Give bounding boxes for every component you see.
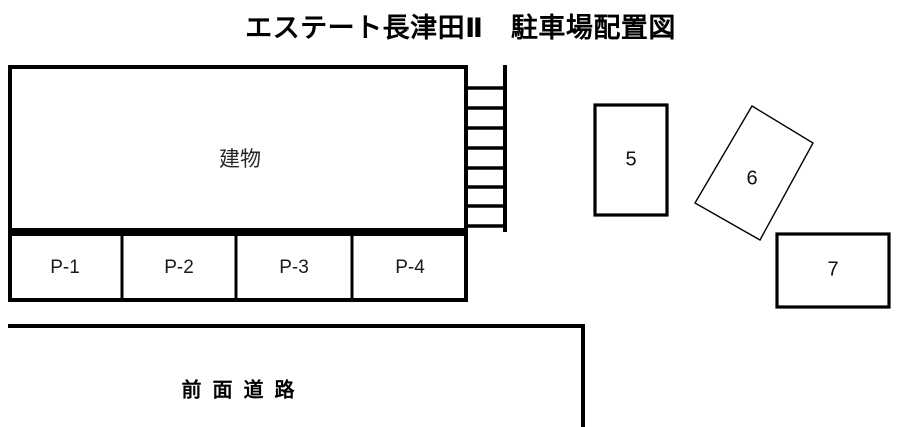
parking-stall-label-p3: P-3 <box>279 257 309 278</box>
page-title: エステート長津田Ⅱ 駐車場配置図 <box>245 13 676 43</box>
parking-row-outline <box>8 232 468 302</box>
building-label: 建物 <box>219 148 261 171</box>
parking-stall-label-p1: P-1 <box>50 257 80 278</box>
road-boundary-line <box>8 324 585 427</box>
road-label: 前面道路 <box>181 379 306 402</box>
building-outline <box>8 65 468 232</box>
stall-6-outline <box>694 105 814 241</box>
parking-stall-label-p4: P-4 <box>395 257 425 278</box>
stall-5-outline <box>593 103 669 217</box>
stairs-steps <box>468 86 505 228</box>
parking-stall-label-7: 7 <box>827 258 839 281</box>
parking-stall-label-6: 6 <box>746 167 758 190</box>
stall-7-outline <box>775 232 891 309</box>
parking-stall-label-p2: P-2 <box>164 257 194 278</box>
parking-stall-label-5: 5 <box>625 148 637 171</box>
